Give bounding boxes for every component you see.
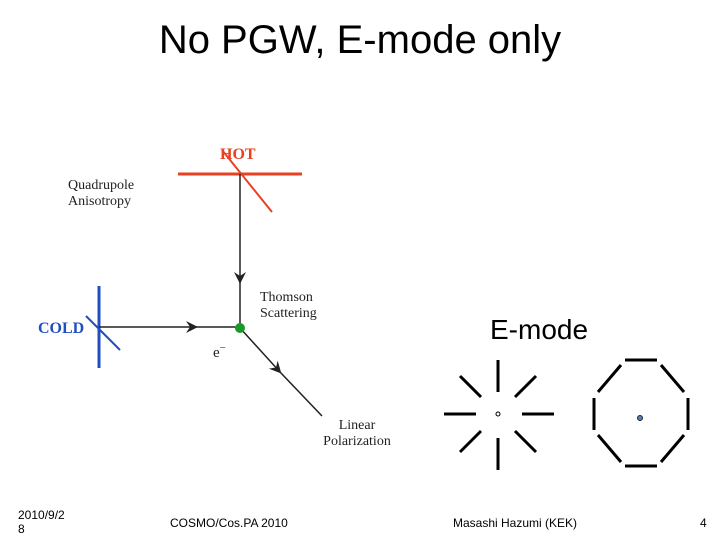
electron-symbol: e (213, 345, 220, 361)
electron-charge: − (219, 342, 226, 354)
scattered-line (279, 371, 323, 417)
footer-date: 2010/9/2 8 (18, 508, 65, 536)
linear-line2: Polarization (323, 434, 391, 449)
quadrupole-anisotropy-label: Quadrupole Anisotropy (68, 178, 134, 210)
electron-label: e− (213, 340, 226, 361)
emode-label: E-mode (490, 314, 589, 345)
thomson-line1: Thomson (260, 290, 313, 305)
cold-label: COLD (38, 320, 85, 337)
scattered-arrow (239, 327, 282, 374)
footer-author: Masashi Hazumi (KEK) (453, 516, 578, 530)
emode-radial-center (495, 411, 501, 417)
footer-date-line1: 2010/9/2 (18, 508, 65, 522)
thomson-scattering-label: Thomson Scattering (260, 290, 317, 322)
thomson-line2: Scattering (260, 306, 317, 321)
emode-radial-pattern (444, 360, 554, 470)
quadrupole-line1: Quadrupole (68, 178, 135, 193)
footer-conference: COSMO/Cos.PA 2010 (170, 516, 288, 530)
slide-title: No PGW, E-mode only (158, 18, 562, 62)
quadrupole-line2: Anisotropy (68, 194, 131, 209)
electron-dot (235, 323, 245, 333)
footer-date-line2: 8 (18, 522, 25, 536)
linear-line1: Linear (338, 418, 376, 433)
hot-label: HOT (220, 146, 256, 163)
emode-tangential-pattern (592, 358, 690, 468)
emode-tangential-center (637, 415, 643, 421)
page-number: 4 (700, 516, 707, 530)
linear-polarization-label: Linear Polarization (322, 418, 392, 450)
